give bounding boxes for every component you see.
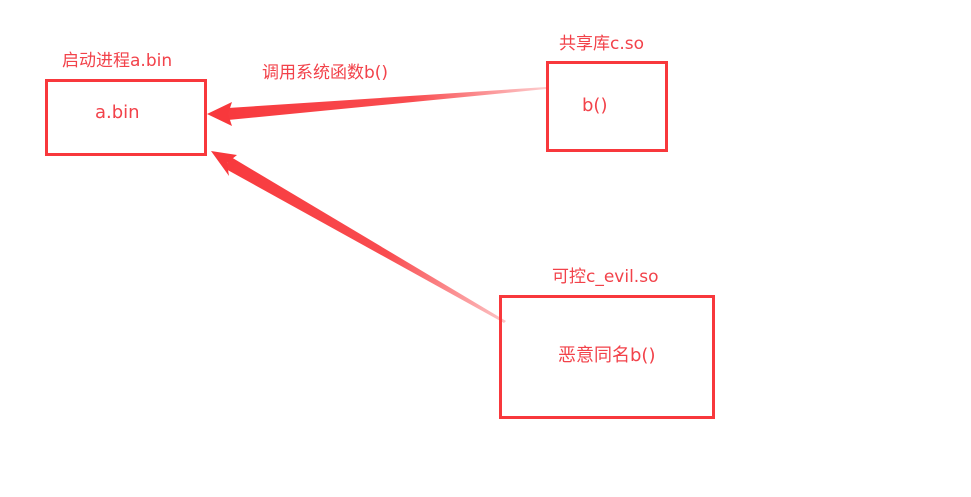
process-box-label: a.bin: [95, 102, 140, 123]
call-arrow-label: 调用系统函数b(): [262, 63, 389, 83]
shared-lib-box: [546, 61, 668, 152]
process-caption: 启动进程a.bin: [62, 51, 173, 71]
evil-lib-box: [499, 295, 715, 419]
shared-lib-box-label: b(): [582, 95, 608, 116]
process-box: [45, 79, 207, 156]
evil-lib-caption: 可控c_evil.so: [552, 267, 659, 287]
shared-lib-caption: 共享库c.so: [559, 34, 645, 54]
hijack-arrow: [211, 151, 506, 323]
call-arrow: [207, 87, 546, 126]
evil-lib-box-label: 恶意同名b(): [558, 345, 656, 366]
